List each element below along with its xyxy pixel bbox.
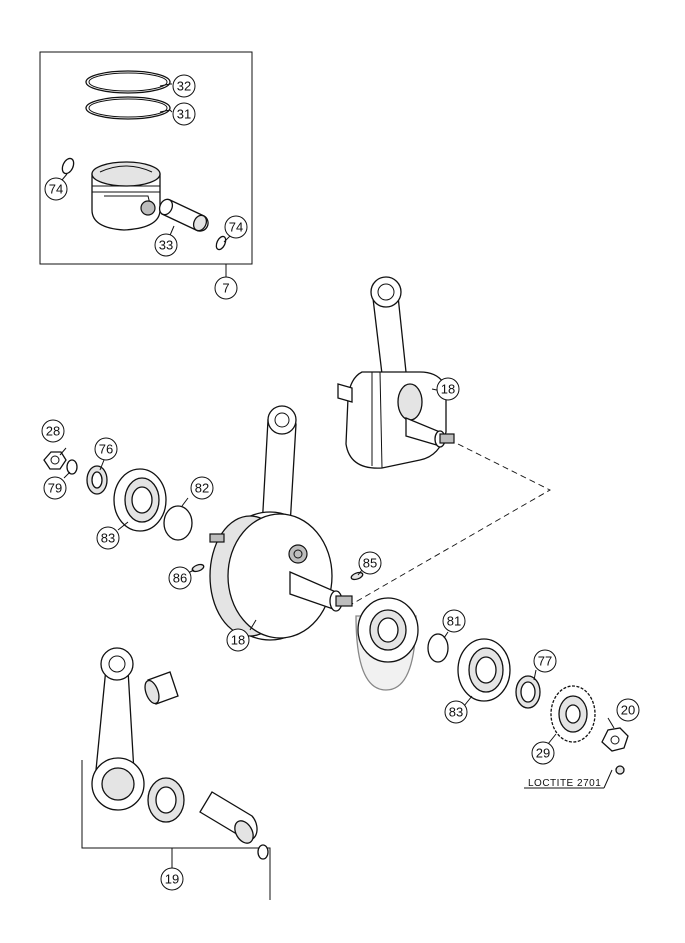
needle-bearing bbox=[147, 777, 185, 823]
callout-76: 76 bbox=[94, 437, 118, 461]
svg-text:86: 86 bbox=[173, 571, 187, 586]
callout-77: 77 bbox=[533, 649, 557, 673]
washer-79 bbox=[66, 459, 78, 475]
nut-20 bbox=[601, 727, 629, 752]
svg-text:28: 28 bbox=[46, 424, 60, 439]
svg-text:81: 81 bbox=[447, 614, 461, 629]
crank-pin bbox=[199, 791, 258, 844]
washer-small bbox=[257, 844, 269, 860]
callout-83-right: 83 bbox=[444, 700, 468, 724]
piston-ring-32 bbox=[85, 70, 171, 94]
svg-text:31: 31 bbox=[177, 107, 191, 122]
svg-text:29: 29 bbox=[536, 746, 550, 761]
crankshaft-main bbox=[209, 405, 353, 641]
svg-text:18: 18 bbox=[231, 633, 245, 648]
bearing-83-left bbox=[113, 468, 167, 532]
key-86 bbox=[191, 563, 205, 573]
svg-text:79: 79 bbox=[48, 481, 62, 496]
circlip-left bbox=[61, 157, 75, 175]
callout-79: 79 bbox=[43, 476, 67, 500]
loctite-note: LOCTITE 2701 bbox=[528, 778, 601, 789]
piston-pin bbox=[158, 198, 209, 232]
svg-text:85: 85 bbox=[363, 556, 377, 571]
callout-19: 19 bbox=[160, 867, 184, 891]
callout-81: 81 bbox=[442, 609, 466, 633]
svg-text:76: 76 bbox=[99, 442, 113, 457]
svg-text:18: 18 bbox=[441, 382, 455, 397]
callout-83-left: 83 bbox=[96, 526, 120, 550]
callout-18-lower: 18 bbox=[226, 628, 250, 652]
callout-86: 86 bbox=[168, 566, 192, 590]
callout-74-left: 74 bbox=[44, 177, 68, 201]
nut-28 bbox=[43, 451, 67, 470]
piston-ring-31 bbox=[85, 96, 171, 120]
loctite-drop bbox=[615, 765, 625, 775]
gear-29 bbox=[550, 685, 596, 743]
callout-28: 28 bbox=[41, 419, 65, 443]
key-85 bbox=[350, 571, 364, 581]
spacer-77 bbox=[515, 675, 541, 709]
svg-text:77: 77 bbox=[538, 654, 552, 669]
o-ring-81 bbox=[427, 633, 449, 663]
svg-text:32: 32 bbox=[177, 79, 191, 94]
svg-text:33: 33 bbox=[159, 238, 173, 253]
shim-82 bbox=[163, 505, 193, 541]
callout-74-right: 74 bbox=[224, 215, 248, 239]
callout-33: 33 bbox=[154, 233, 178, 257]
piston bbox=[91, 161, 161, 231]
svg-text:83: 83 bbox=[449, 705, 463, 720]
svg-text:74: 74 bbox=[229, 220, 243, 235]
callout-18-upper: 18 bbox=[436, 377, 460, 401]
svg-text:82: 82 bbox=[195, 481, 209, 496]
gear-inner bbox=[355, 597, 419, 691]
circlip-right bbox=[215, 235, 227, 251]
connecting-rod bbox=[91, 647, 145, 811]
callout-82: 82 bbox=[190, 476, 214, 500]
piston-group-frame bbox=[39, 51, 253, 265]
callout-29: 29 bbox=[531, 741, 555, 765]
callout-31: 31 bbox=[172, 102, 196, 126]
bearing-83-right bbox=[457, 638, 511, 702]
svg-text:20: 20 bbox=[621, 703, 635, 718]
crankshaft-upper-view bbox=[337, 276, 455, 469]
svg-text:19: 19 bbox=[165, 872, 179, 887]
callout-32: 32 bbox=[172, 74, 196, 98]
callout-20: 20 bbox=[616, 698, 640, 722]
callout-85: 85 bbox=[358, 551, 382, 575]
svg-text:83: 83 bbox=[101, 531, 115, 546]
svg-text:7: 7 bbox=[222, 281, 229, 296]
seal-76 bbox=[86, 465, 108, 495]
svg-text:74: 74 bbox=[49, 182, 63, 197]
callout-7: 7 bbox=[214, 276, 238, 300]
bushing bbox=[144, 671, 179, 705]
